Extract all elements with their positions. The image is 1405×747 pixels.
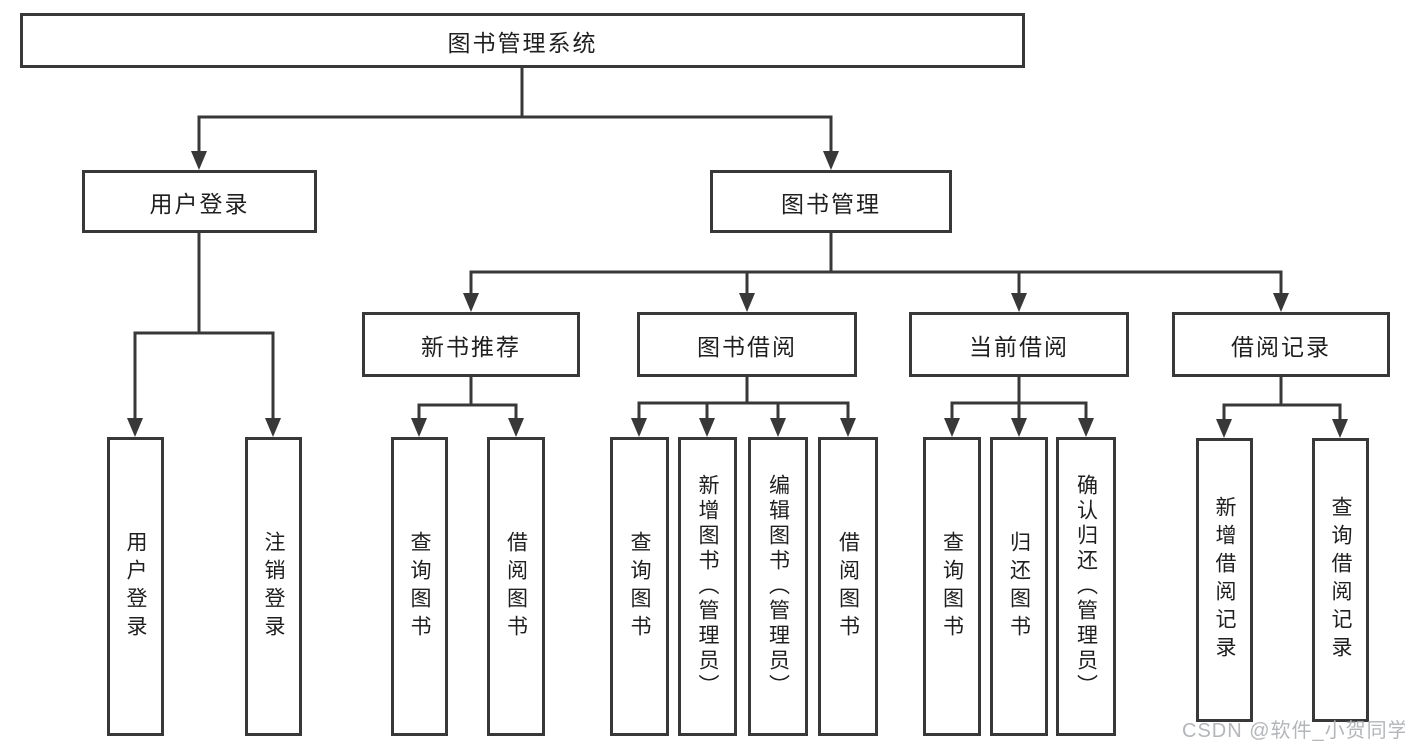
node-label: 用户登录 — [124, 530, 147, 643]
node-label: 查询图书 — [940, 530, 964, 643]
node-label: 新书推荐 — [421, 333, 521, 360]
node-label: 归还图书 — [1007, 530, 1031, 643]
node-logout: 注销登录 — [245, 437, 302, 736]
node-return-book: 归还图书 — [990, 437, 1048, 736]
node-borrow-books: 借阅图书 — [818, 437, 878, 736]
node-label: 图书借阅 — [697, 333, 797, 360]
node-label: 确认归还（管理员） — [1074, 474, 1098, 699]
node-current-borrowing: 当前借阅 — [909, 312, 1129, 377]
node-query-books-borrowing: 查询图书 — [610, 437, 669, 736]
node-label: 注销登录 — [262, 530, 285, 643]
node-login: 用户登录 — [107, 437, 164, 736]
node-book-management: 图书管理 — [710, 170, 952, 233]
node-label: 编辑图书（管理员） — [766, 474, 790, 699]
node-label: 借阅图书 — [504, 530, 528, 643]
node-edit-book-admin: 编辑图书（管理员） — [748, 437, 808, 736]
node-label: 新增借阅记录 — [1213, 496, 1236, 664]
node-confirm-return-admin: 确认归还（管理员） — [1056, 437, 1116, 736]
node-query-books-recommend: 查询图书 — [391, 437, 448, 736]
node-label: 借阅记录 — [1231, 333, 1331, 360]
node-user-login: 用户登录 — [82, 170, 317, 233]
node-borrow-books-recommend: 借阅图书 — [487, 437, 545, 736]
node-query-books-current: 查询图书 — [923, 437, 981, 736]
node-add-borrow-record: 新增借阅记录 — [1196, 438, 1253, 722]
node-label: 新增图书（管理员） — [696, 474, 719, 699]
node-label: 查询图书 — [628, 530, 651, 643]
node-borrowing-records: 借阅记录 — [1172, 312, 1390, 377]
node-query-borrow-record: 查询借阅记录 — [1312, 438, 1369, 722]
csdn-watermark: CSDN @软件_小贺同学 — [1182, 720, 1405, 742]
node-label: 查询图书 — [408, 530, 431, 643]
node-label: 用户登录 — [149, 190, 250, 217]
node-new-book-recommend: 新书推荐 — [362, 312, 580, 377]
node-add-book-admin: 新增图书（管理员） — [678, 437, 737, 736]
node-book-borrowing: 图书借阅 — [637, 312, 857, 377]
node-label: 借阅图书 — [836, 530, 860, 643]
node-label: 图书管理 — [781, 190, 881, 217]
node-label: 查询借阅记录 — [1329, 496, 1352, 664]
node-label: 当前借阅 — [969, 333, 1069, 360]
node-label: 图书管理系统 — [447, 29, 598, 56]
node-library-management-system: 图书管理系统 — [20, 13, 1025, 68]
